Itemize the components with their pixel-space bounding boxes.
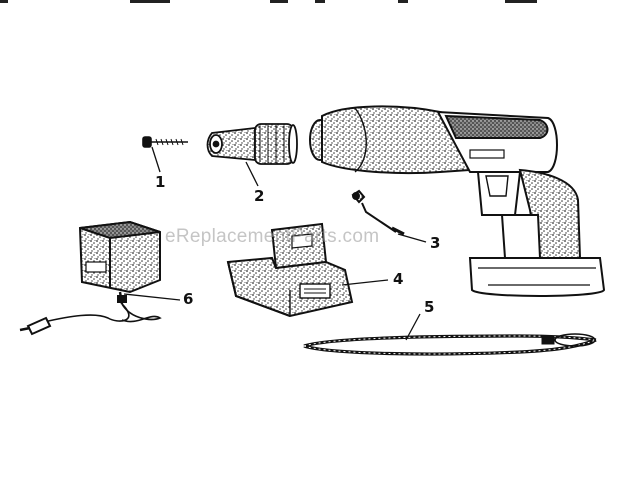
drill-body-icon bbox=[309, 105, 606, 297]
charger-icon bbox=[19, 220, 162, 336]
chuck-key-icon bbox=[351, 189, 405, 236]
watermark-text: eReplacementParts.com bbox=[165, 226, 380, 247]
callout-4: 4 bbox=[393, 270, 404, 288]
leader-lines bbox=[123, 146, 427, 341]
battery-pack-icon bbox=[226, 222, 354, 318]
callout-5: 5 bbox=[424, 298, 435, 316]
drill-chuck-icon bbox=[206, 123, 298, 165]
screw-icon bbox=[142, 136, 188, 148]
callout-1: 1 bbox=[155, 173, 166, 191]
callout-2: 2 bbox=[254, 187, 265, 205]
top-edge-artifacts bbox=[0, 0, 620, 6]
lanyard-strap-icon bbox=[303, 333, 597, 356]
callout-3: 3 bbox=[430, 234, 441, 252]
callout-6: 6 bbox=[183, 290, 194, 308]
